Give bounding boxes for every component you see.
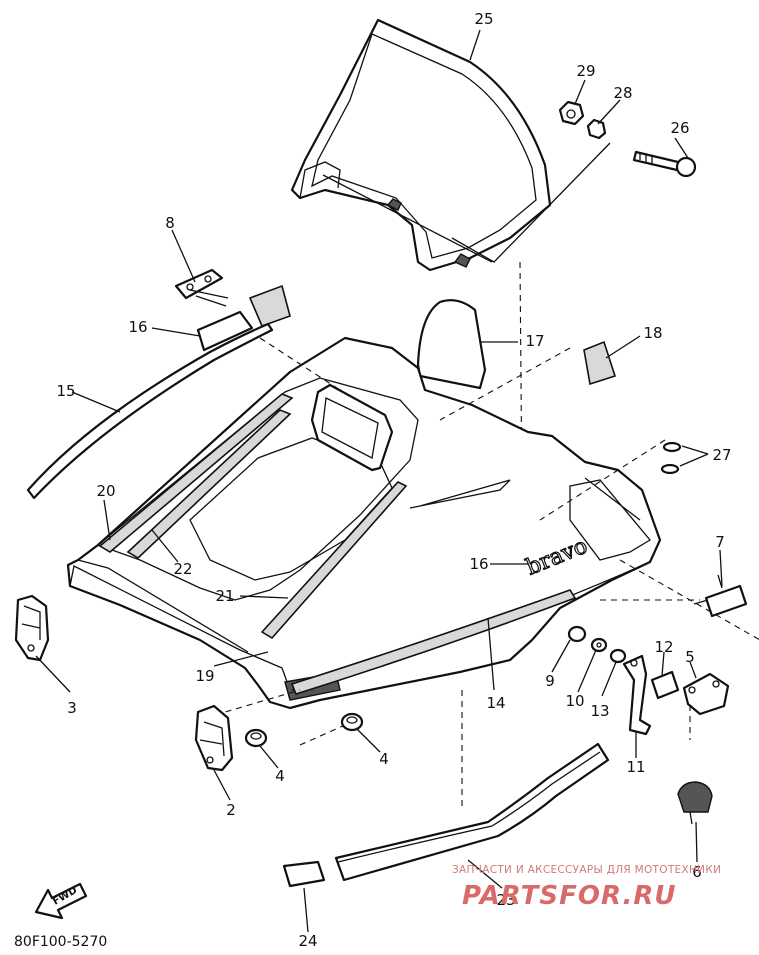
center-line [539, 439, 666, 521]
bracket-part-8 [174, 268, 229, 307]
leader [451, 142, 611, 263]
callout-16-upper: 16 [128, 318, 147, 336]
leader-lines [35, 29, 723, 933]
decal-part-16-upper [196, 284, 291, 352]
bushing-part-9 [567, 625, 587, 643]
callout-11: 11 [626, 758, 645, 776]
washer-part-28 [586, 118, 607, 140]
hinge-part-3 [14, 594, 50, 662]
watermark-line1: ЗАПЧАСТИ И АКСЕССУАРЫ ДЛЯ МОТОТЕХНИКИ [452, 864, 721, 876]
collar-part-12 [650, 670, 680, 700]
washer-part-10 [590, 637, 608, 653]
link-part-11 [622, 654, 652, 736]
center-line [439, 347, 571, 421]
callout-labels: 25 29 28 26 8 16 17 18 15 27 20 22 21 16… [56, 10, 731, 950]
bracket-part-5 [682, 672, 730, 716]
callout-27: 27 [712, 446, 731, 464]
callout-5: 5 [685, 648, 695, 666]
callout-3: 3 [67, 699, 77, 717]
center-line [299, 724, 346, 746]
washer-part-13 [609, 648, 627, 664]
callout-18: 18 [643, 324, 662, 342]
callout-23: 23 [496, 891, 515, 909]
pin-part-7 [693, 574, 748, 618]
callout-25: 25 [474, 10, 493, 28]
pad-part-24 [282, 860, 326, 888]
callout-4-right: 4 [379, 750, 389, 768]
fwd-arrow-icon: FWD [34, 882, 88, 920]
trim-part-23 [334, 742, 610, 882]
callout-26: 26 [670, 119, 689, 137]
pad-part-17 [416, 299, 487, 390]
callout-7: 7 [715, 533, 725, 551]
strip-part-15 [26, 322, 274, 500]
hinge-part-2 [194, 704, 234, 772]
damper-part-4-left [244, 728, 268, 748]
diagram-code: 80F100-5270 [14, 934, 107, 950]
callout-14: 14 [486, 694, 505, 712]
bolt-part-26 [632, 150, 697, 178]
callout-28: 28 [613, 84, 632, 102]
knob-part-6 [677, 781, 713, 825]
leader [322, 174, 493, 263]
callout-22: 22 [173, 560, 192, 578]
plate-part-18 [583, 340, 617, 386]
callout-20: 20 [96, 482, 115, 500]
watermark-line2: PARTSFOR.RU [462, 881, 676, 911]
hood-body [66, 336, 662, 710]
center-line [214, 689, 301, 716]
callout-13: 13 [590, 702, 609, 720]
watermark: ЗАПЧАСТИ И АКСЕССУАРЫ ДЛЯ МОТОТЕХНИКИ PA… [452, 864, 721, 911]
callout-8: 8 [165, 214, 175, 232]
nut-part-29 [558, 100, 585, 126]
callout-6: 6 [692, 863, 702, 881]
callout-15: 15 [56, 382, 75, 400]
center-line [259, 337, 341, 391]
callout-24: 24 [298, 932, 317, 950]
callout-4-left: 4 [275, 767, 285, 785]
callout-17: 17 [525, 332, 544, 350]
callout-12: 12 [654, 638, 673, 656]
callout-29: 29 [576, 62, 595, 80]
callout-19: 19 [195, 667, 214, 685]
windshield-part-25 [290, 18, 552, 272]
callout-16-lower: 16 [469, 555, 488, 573]
clip-part-27 [660, 441, 682, 475]
damper-part-4-right [340, 712, 364, 732]
callout-9: 9 [545, 672, 555, 690]
callout-2: 2 [226, 801, 236, 819]
callout-21: 21 [215, 587, 234, 605]
callout-10: 10 [565, 692, 584, 710]
